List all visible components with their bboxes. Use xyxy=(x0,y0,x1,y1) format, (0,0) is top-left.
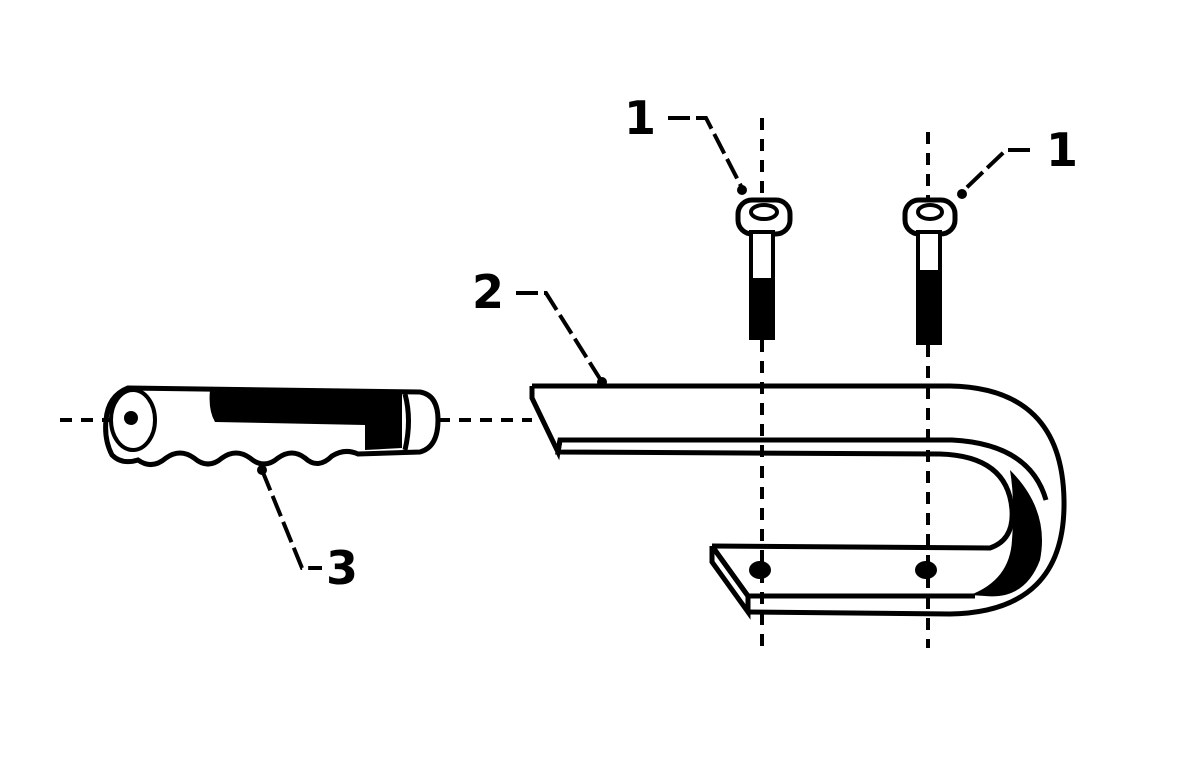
leader-grip xyxy=(260,469,322,570)
leader-grip-tip xyxy=(257,465,267,475)
bracket-hole-left xyxy=(749,561,771,579)
bracket-part xyxy=(529,383,1067,620)
bracket-top-strap-lower-edge xyxy=(555,439,1015,551)
leader-bolt-right xyxy=(960,148,1030,194)
grip-dark-band xyxy=(209,390,402,450)
callout-bracket: 2 xyxy=(472,265,504,319)
grip-end-hole xyxy=(124,411,138,425)
leader-bolt-right-tip xyxy=(957,189,967,199)
callout-labels: 1 1 2 3 xyxy=(326,91,1078,595)
callout-bolt-right: 1 xyxy=(1046,123,1078,177)
leader-bracket-tip xyxy=(597,377,607,387)
bolt-right-shank xyxy=(916,230,942,274)
bracket-top-strap-front-edge xyxy=(529,386,1049,501)
bolt-right-thread xyxy=(916,270,942,345)
leader-bracket xyxy=(516,291,604,384)
bracket-top-strap xyxy=(532,383,1067,617)
bracket-hole-right xyxy=(915,561,937,579)
bolt-left-thread xyxy=(749,278,775,340)
grip-end-face xyxy=(109,388,157,452)
bolt-right-part xyxy=(902,197,958,345)
bolt-left-head-socket xyxy=(749,203,779,221)
bolt-right-head-socket xyxy=(916,203,944,221)
leader-bolt-left-tip xyxy=(737,185,747,195)
callout-bolt-left: 1 xyxy=(624,91,656,145)
callout-grip: 3 xyxy=(326,541,358,595)
leader-lines xyxy=(257,116,1030,570)
bolt-left-part xyxy=(735,197,793,340)
leader-bolt-left xyxy=(668,116,744,189)
grip-cap-ring xyxy=(402,393,411,451)
bolt-left-shank xyxy=(749,230,775,282)
bracket-bend-shadow xyxy=(970,470,1042,597)
grip-outline xyxy=(103,385,441,467)
grip-part xyxy=(103,385,441,467)
bracket-bottom-plate-top xyxy=(709,544,975,599)
